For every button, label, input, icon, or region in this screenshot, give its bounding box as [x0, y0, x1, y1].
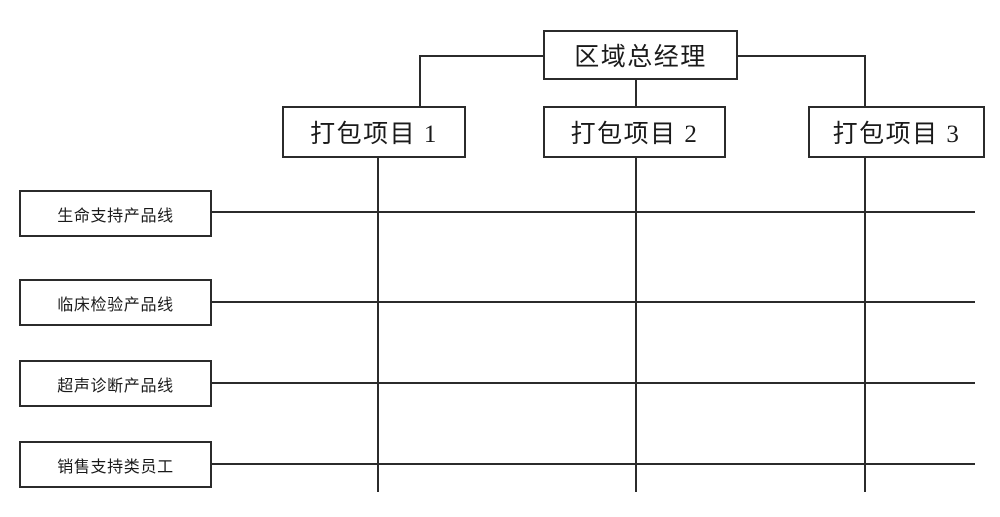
- node-label-product-line-3: 销售支持类员工: [57, 458, 174, 476]
- node-package-project-3[interactable]: 打包项目 3: [808, 106, 985, 158]
- node-product-line-clinical-lab[interactable]: 临床检验产品线: [19, 279, 212, 326]
- node-label-project-3: 打包项目 3: [832, 121, 961, 148]
- node-package-project-1[interactable]: 打包项目 1: [282, 106, 466, 158]
- node-package-project-2[interactable]: 打包项目 2: [543, 106, 726, 158]
- connector-manager-to-project-1: [418, 54, 543, 106]
- node-regional-general-manager[interactable]: 区域总经理: [543, 30, 738, 80]
- node-label-product-line-0: 生命支持产品线: [57, 207, 174, 225]
- node-sales-support-staff[interactable]: 销售支持类员工: [19, 441, 212, 488]
- node-label-manager: 区域总经理: [574, 44, 707, 71]
- node-label-product-line-1: 临床检验产品线: [57, 296, 174, 314]
- node-label-project-2: 打包项目 2: [570, 121, 699, 148]
- node-product-line-ultrasound[interactable]: 超声诊断产品线: [19, 360, 212, 407]
- node-label-product-line-2: 超声诊断产品线: [57, 377, 174, 395]
- node-product-line-life-support[interactable]: 生命支持产品线: [19, 190, 212, 237]
- node-label-project-1: 打包项目 1: [310, 121, 438, 148]
- connector-manager-to-project-3: [738, 54, 867, 106]
